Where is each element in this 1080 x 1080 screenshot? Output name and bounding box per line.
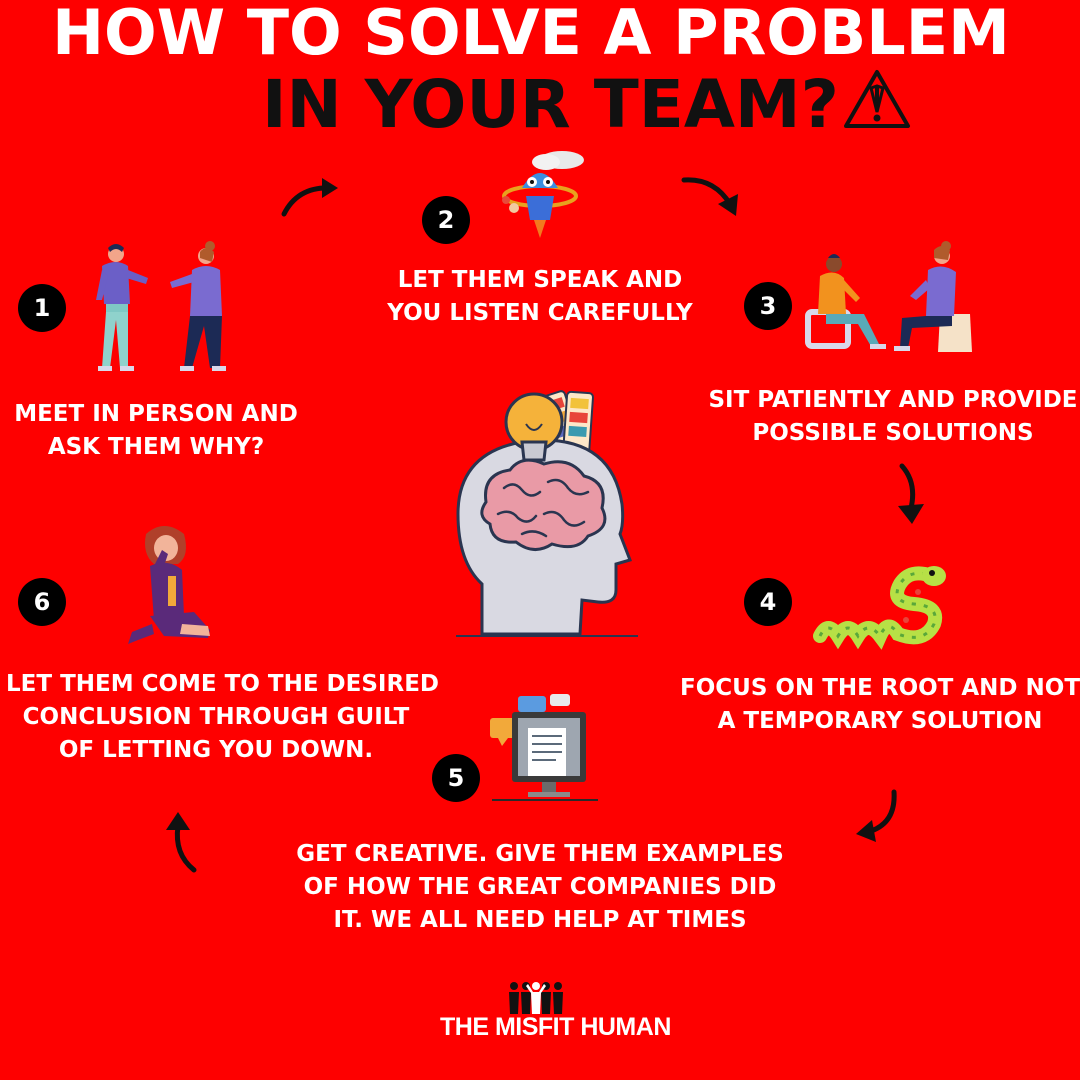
step-4-line-2: A TEMPORARY SOLUTION [717, 708, 1043, 734]
step-4-number: 4 [759, 588, 777, 616]
step-6-line-3: OF LETTING YOU DOWN. [58, 737, 374, 763]
step-5-text: GET CREATIVE. GIVE THEM EXAMPLES OF HOW … [290, 838, 790, 937]
two-people-talking-icon [96, 241, 226, 371]
warning-icon [844, 70, 910, 128]
step-1-text: MEET IN PERSON AND ASK THEM WHY? [10, 398, 302, 464]
snake-icon [813, 566, 946, 650]
kneeling-crying-woman-icon [128, 526, 210, 644]
step-3-badge: 3 [744, 282, 792, 330]
two-people-sitting-icon [805, 241, 972, 352]
step-1-number: 1 [33, 294, 51, 322]
step-5-number: 5 [447, 764, 465, 792]
computer-documents-icon [490, 694, 598, 801]
arrow-1-to-2-icon [281, 178, 338, 217]
step-2-line-2: YOU LISTEN CAREFULLY [387, 300, 693, 326]
step-2-number: 2 [437, 206, 455, 234]
step-1-line-2: ASK THEM WHY? [47, 434, 265, 460]
step-6-badge: 6 [18, 578, 66, 626]
step-1-line-1: MEET IN PERSON AND [14, 401, 298, 427]
arrow-4-to-5-icon [856, 789, 897, 842]
step-2-line-1: LET THEM SPEAK AND [397, 267, 683, 293]
step-5-line-2: OF HOW THE GREAT COMPANIES DID [303, 874, 777, 900]
arrow-5-to-6-icon [166, 812, 197, 873]
title-line-2: IN YOUR TEAM? [262, 66, 839, 143]
arrow-2-to-3-icon [681, 177, 738, 216]
step-3-text: SIT PATIENTLY AND PROVIDE POSSIBLE SOLUT… [700, 384, 1080, 450]
step-3-number: 3 [759, 292, 777, 320]
title-line-1: HOW TO SOLVE A PROBLEM [52, 0, 1010, 69]
brand-name: THE MISFIT HUMAN [440, 1013, 671, 1041]
step-5-line-3: IT. WE ALL NEED HELP AT TIMES [333, 907, 747, 933]
step-1-badge: 1 [18, 284, 66, 332]
step-6-number: 6 [33, 588, 51, 616]
step-4-line-1: FOCUS ON THE ROOT AND NOT [680, 675, 1080, 701]
step-6-line-1: LET THEM COME TO THE DESIRED [6, 671, 439, 697]
head-brain-lightbulb-icon [456, 390, 638, 637]
step-4-text: FOCUS ON THE ROOT AND NOT A TEMPORARY SO… [680, 672, 1080, 738]
step-5-badge: 5 [432, 754, 480, 802]
step-2-text: LET THEM SPEAK AND YOU LISTEN CAREFULLY [380, 264, 700, 330]
step-2-badge: 2 [422, 196, 470, 244]
misfit-human-logo-icon [509, 982, 563, 1014]
arrow-3-to-4-icon [898, 463, 924, 524]
step-5-line-1: GET CREATIVE. GIVE THEM EXAMPLES [296, 841, 784, 867]
cartoon-genie-icon [502, 151, 584, 238]
step-3-line-1: SIT PATIENTLY AND PROVIDE [708, 387, 1078, 413]
step-4-badge: 4 [744, 578, 792, 626]
step-3-line-2: POSSIBLE SOLUTIONS [752, 420, 1034, 446]
step-6-text: LET THEM COME TO THE DESIRED CONCLUSION … [6, 668, 439, 767]
step-6-line-2: CONCLUSION THROUGH GUILT [22, 704, 410, 730]
